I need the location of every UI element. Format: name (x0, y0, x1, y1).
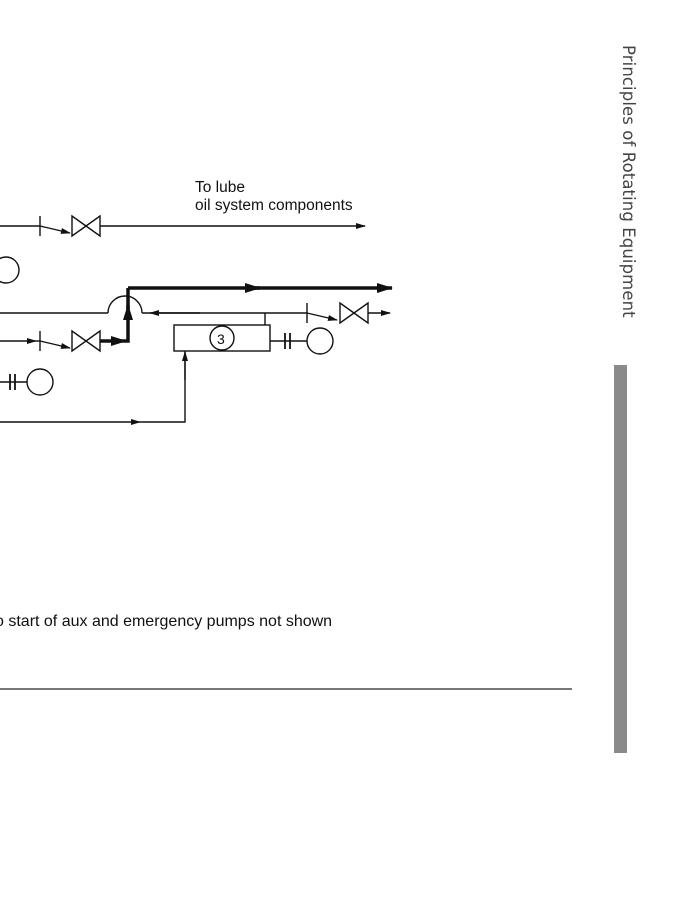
coupling-motor-left (0, 368, 54, 396)
return-line (0, 295, 391, 325)
bottom-feed-line (0, 351, 188, 425)
section-tab-bar (614, 365, 627, 753)
running-title-text: Principles of Rotating Equipment (619, 45, 638, 318)
horizontal-rule (0, 688, 572, 690)
running-title: Principles of Rotating Equipment (608, 45, 638, 357)
coupling-motor-right (270, 327, 334, 355)
diagram-note: o start of aux and emergency pumps not s… (0, 613, 332, 630)
pump-circle (0, 256, 20, 284)
supply-line-top (0, 214, 366, 238)
label-to-lube-2: oil system components (195, 197, 353, 214)
component-number: 3 (217, 331, 225, 347)
label-to-lube-1: To lube (195, 179, 245, 196)
component-3 (173, 324, 271, 352)
pump-discharge-line (0, 329, 101, 353)
main-line-thick (100, 283, 393, 346)
